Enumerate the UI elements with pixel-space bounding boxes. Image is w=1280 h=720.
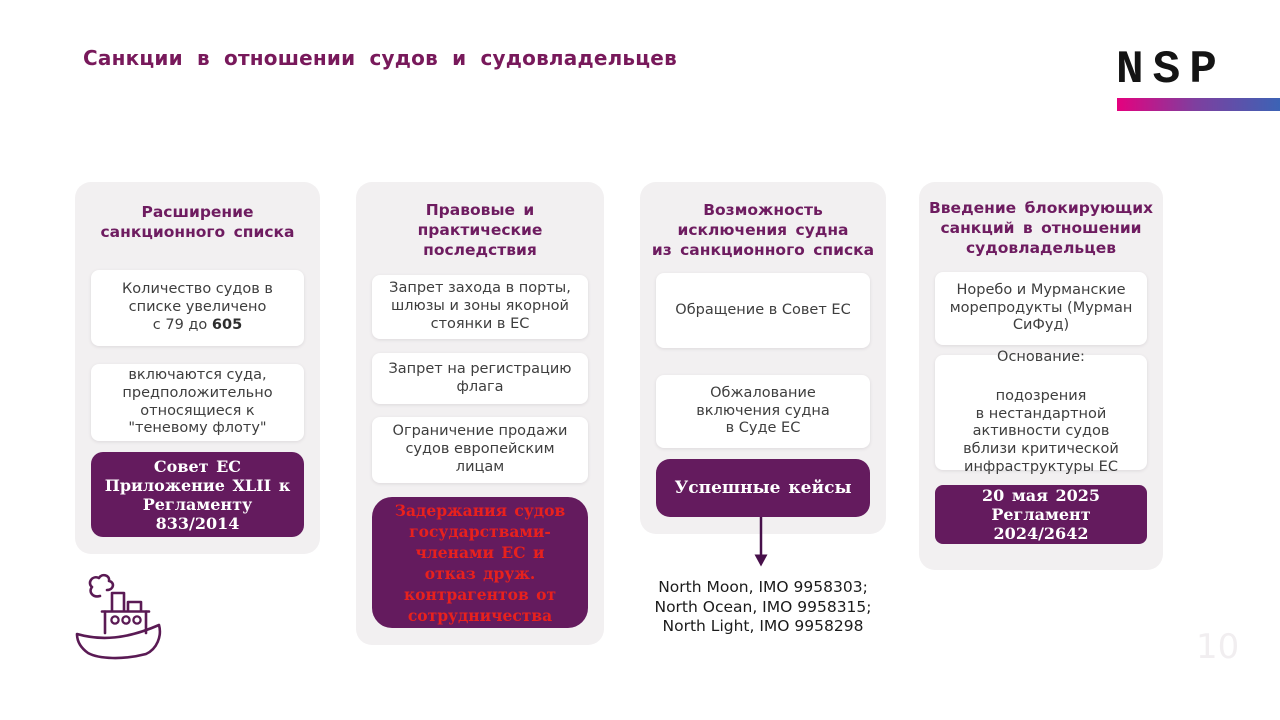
card-text: Ограничение продажи судов европейским ли… xyxy=(392,423,568,475)
card-label: Основание: xyxy=(997,348,1085,365)
card-detentions-warning: Задержания судов государствами- членами … xyxy=(372,497,588,628)
column-delisting-possibility: Возможность исключения судна из санкцион… xyxy=(640,182,886,534)
card-text: Норебо и Мурманские морепродукты (Мурман… xyxy=(949,281,1133,334)
card-text-part: подозрения в нестандартной активности су… xyxy=(963,387,1119,475)
card-regulation-2024-2642: 20 мая 2025 Регламент 2024/2642 xyxy=(935,485,1147,544)
slide-title: Санкции в отношении судов и судовладельц… xyxy=(83,46,677,70)
card-port-ban: Запрет захода в порты, шлюзы и зоны якор… xyxy=(372,275,588,339)
column-header: Возможность исключения судна из санкцион… xyxy=(651,201,875,259)
card-text: Успешные кейсы xyxy=(674,477,852,498)
vessel-imo-list: North Moon, IMO 9958303; North Ocean, IM… xyxy=(654,578,872,635)
card-appeal-court: Обжалование включения судна в Суде ЕС xyxy=(656,375,870,448)
column-header: Правовые и практические последствия xyxy=(417,201,543,259)
card-regulation-833-2014: Совет ЕС Приложение XLII к Регламенту 83… xyxy=(91,452,304,537)
column-header: Расширение санкционного списка xyxy=(100,203,295,241)
card-text: Обжалование включения судна в Суде ЕС xyxy=(696,384,830,437)
card-grounds: Основание: подозрения в нестандартной ак… xyxy=(935,349,1147,475)
card-flag-registration-ban: Запрет на регистрацию флага xyxy=(372,353,588,404)
card-text: Совет ЕС Приложение XLII к Регламенту 83… xyxy=(104,456,291,533)
card-norebo-murman: Норебо и Мурманские морепродукты (Мурман… xyxy=(935,272,1147,345)
card-vessel-count: Количество судов в списке увеличено с 79… xyxy=(91,270,304,346)
card-sale-restriction: Ограничение продажи судов европейским ли… xyxy=(372,417,588,483)
card-text-bold: 605 xyxy=(211,316,243,333)
card-text: Количество судов в списке увеличено с 79… xyxy=(116,277,279,338)
card-shadow-fleet: включаются суда, предположительно относя… xyxy=(91,364,304,441)
column-blocking-sanctions-shipowners: Введение блокирующих санкций в отношении… xyxy=(919,182,1163,570)
card-text-part: Количество судов в списке увеличено с 79… xyxy=(122,281,273,333)
card-text: Запрет на регистрацию флага xyxy=(388,360,572,395)
card-text: Задержания судов государствами- членами … xyxy=(394,500,566,625)
card-successful-cases: Успешные кейсы xyxy=(656,459,870,517)
arrow-down-icon xyxy=(754,517,768,567)
column-legal-consequences: Правовые и практические последствия Запр… xyxy=(356,182,604,645)
card-text: Обращение в Совет ЕС xyxy=(675,301,851,318)
logo-gradient-bar xyxy=(1117,98,1280,111)
card-text: включаются суда, предположительно относя… xyxy=(122,367,273,437)
nsp-logo: NSP xyxy=(1116,44,1226,96)
card-text: Запрет захода в порты, шлюзы и зоны якор… xyxy=(389,280,571,332)
column-header: Введение блокирующих санкций в отношении… xyxy=(928,199,1154,257)
column-sanctions-list-expansion: Расширение санкционного списка Количеств… xyxy=(75,182,320,554)
page-number: 10 xyxy=(1196,627,1240,667)
card-text: 20 мая 2025 Регламент 2024/2642 xyxy=(981,486,1101,543)
card-text: Основание: подозрения в нестандартной ак… xyxy=(957,327,1125,498)
card-appeal-council: Обращение в Совет ЕС xyxy=(656,273,870,348)
ship-icon xyxy=(75,573,162,660)
